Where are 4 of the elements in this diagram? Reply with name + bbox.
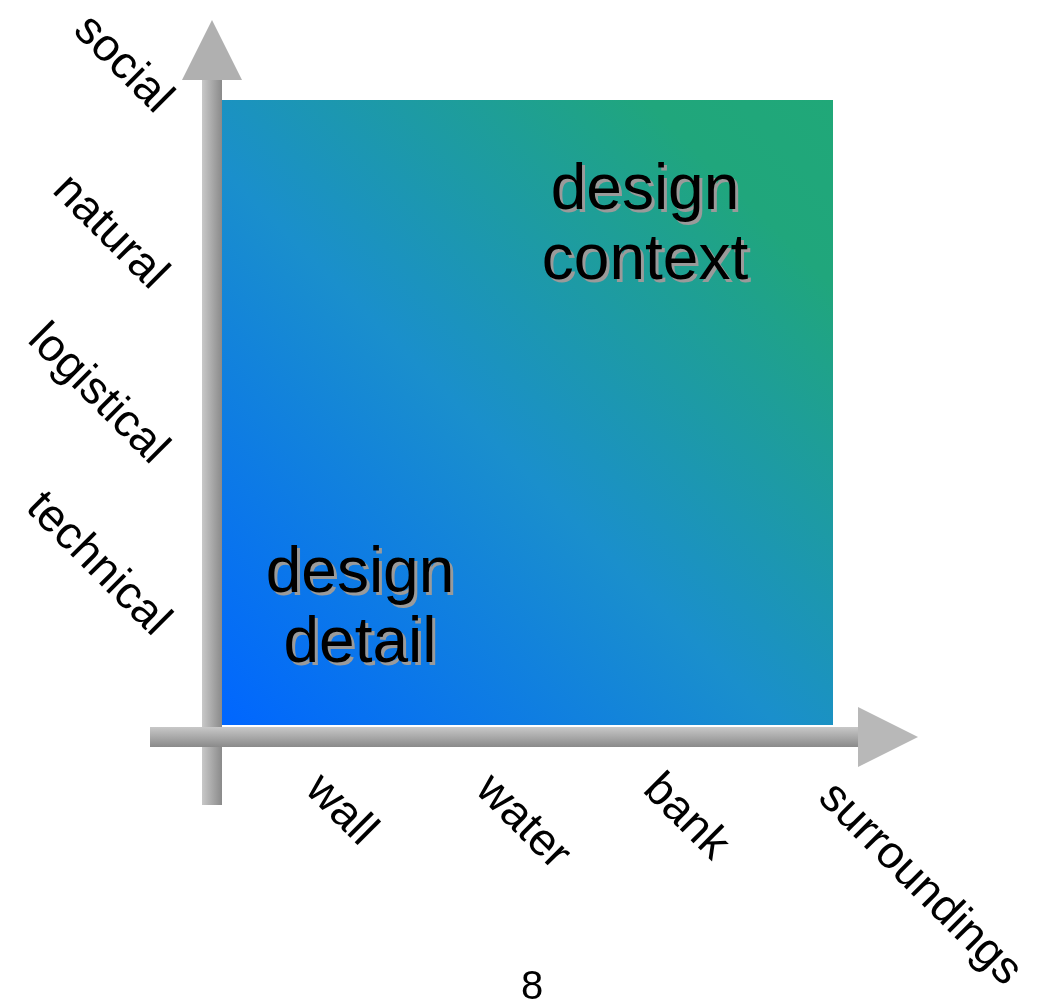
- axis-label: wall: [298, 763, 388, 853]
- region-label: design context: [540, 151, 750, 293]
- region-label: design detail: [264, 534, 456, 676]
- page-number: 8: [520, 965, 544, 1000]
